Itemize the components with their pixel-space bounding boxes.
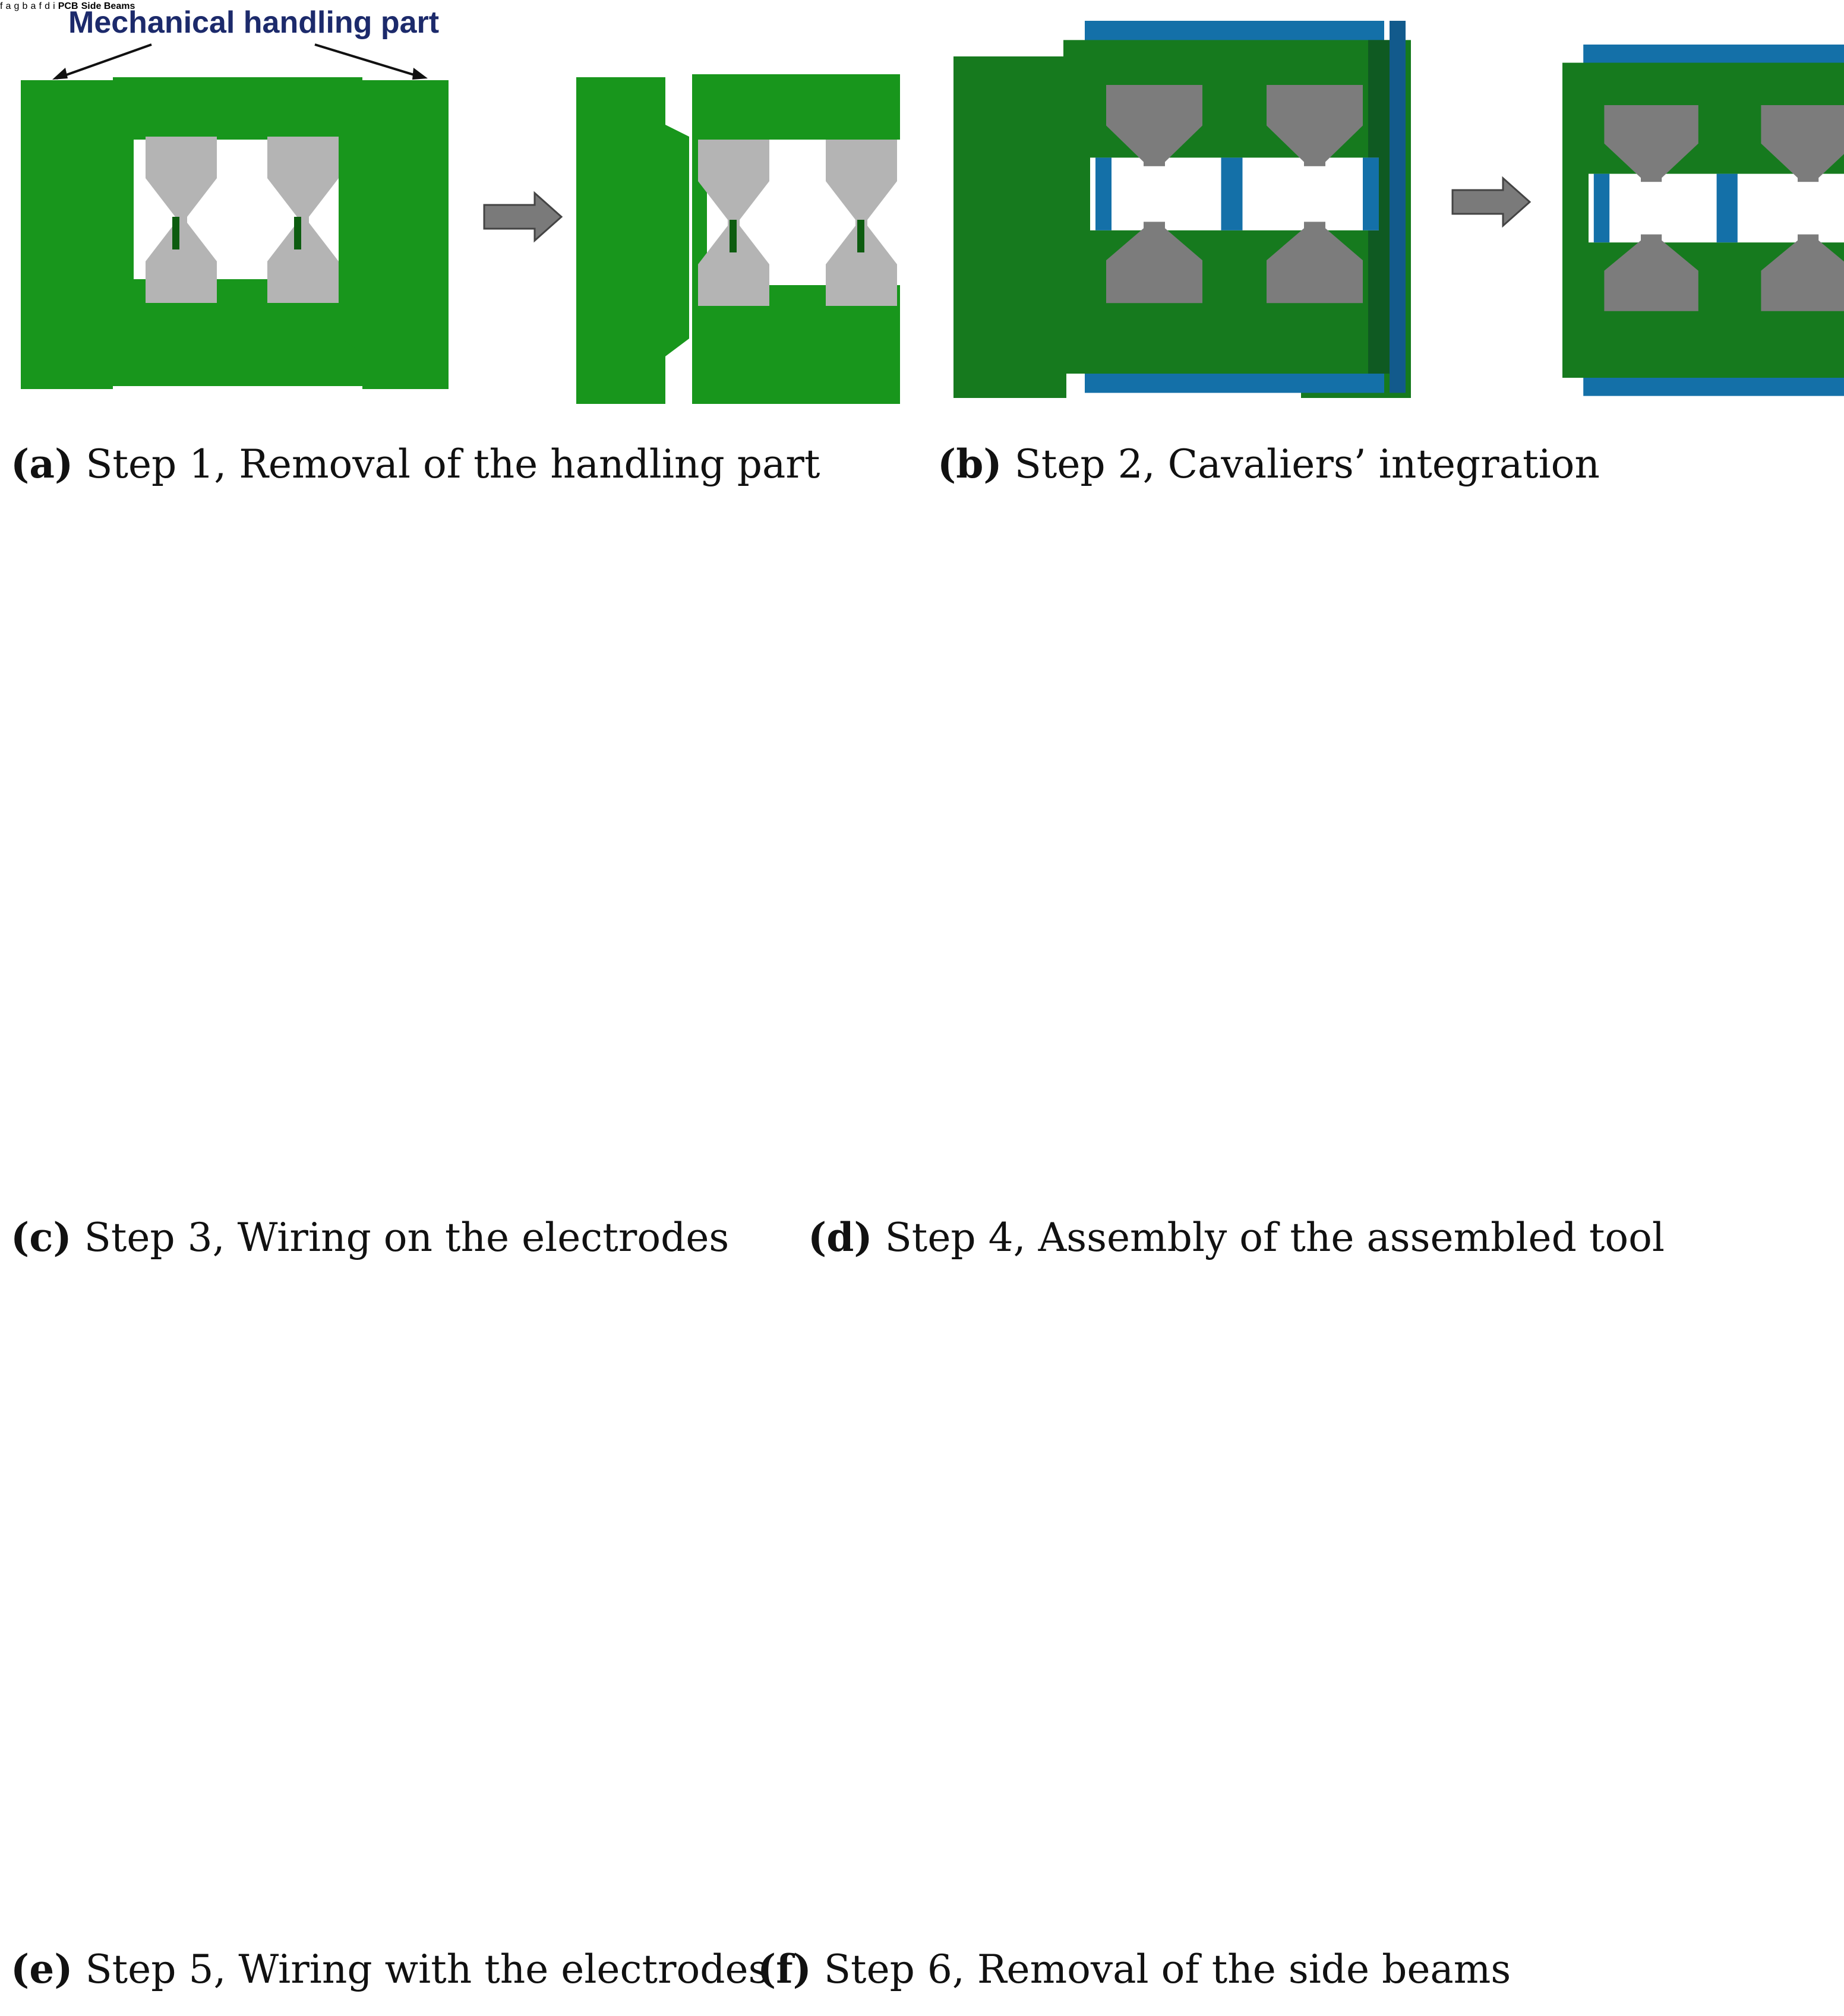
caption-b-text: Step 2, Cavaliers’ integration xyxy=(1014,441,1600,487)
handling-part-left xyxy=(21,80,134,389)
arrow-right-icon xyxy=(483,192,563,242)
panel-a: Mechanical handling part xyxy=(21,5,900,404)
wire-label-left-2: a xyxy=(5,1,11,11)
caption-a-letter: (a) xyxy=(11,441,74,487)
mechanical-handling-label: Mechanical handling part xyxy=(68,5,439,40)
caption-e-letter: (e) xyxy=(11,1946,73,1992)
electrodes-a xyxy=(146,137,339,303)
panel-c: f a g b a f d i xyxy=(0,0,58,11)
caption-d-text: Step 4, Assembly of the assembled tool xyxy=(885,1215,1665,1260)
caption-e-text: Step 5, Wiring with the electrodes xyxy=(85,1947,769,1992)
caption-b-letter: (b) xyxy=(937,441,1002,487)
caption-f: (f) Step 6, Removal of the side beams xyxy=(757,1949,1511,1989)
wire-label-right-2: f xyxy=(39,1,42,11)
leader-line-right xyxy=(314,43,422,78)
caption-e: (e) Step 5, Wiring with the electrodes xyxy=(11,1949,768,1989)
caption-c-letter: (c) xyxy=(11,1214,72,1260)
wire-label-left-4: b xyxy=(22,1,28,11)
pcb-label: PCB xyxy=(58,1,78,11)
wire-label-right-4: i xyxy=(53,1,55,11)
panel-d: PCB xyxy=(58,0,81,11)
caption-c-text: Step 3, Wiring on the electrodes xyxy=(84,1215,730,1260)
wire-label-right-3: d xyxy=(45,1,50,11)
wire-label-left-3: g xyxy=(14,1,20,11)
caption-f-text: Step 6, Removal of the side beams xyxy=(823,1947,1511,1992)
wire-label-right-1: a xyxy=(30,1,36,11)
caption-c: (c) Step 3, Wiring on the electrodes xyxy=(11,1218,729,1257)
wire-label-left-1: f xyxy=(0,1,3,11)
caption-d-letter: (d) xyxy=(808,1214,873,1260)
caption-d: (d) Step 4, Assembly of the assembled to… xyxy=(808,1218,1665,1257)
caption-a-text: Step 1, Removal of the handling part xyxy=(86,441,820,487)
handling-part-right xyxy=(342,80,449,389)
arrow-right-icon xyxy=(1451,177,1531,227)
pcb-body: PCB xyxy=(58,0,81,11)
caption-f-letter: (f) xyxy=(757,1946,812,1992)
caption-a: (a) Step 1, Removal of the handling part xyxy=(11,444,820,484)
leader-line-left xyxy=(56,43,152,80)
arrow-right-icon: Side Beams xyxy=(81,0,135,11)
panel-f: Side Beams xyxy=(81,0,135,11)
side-beams-label: Side Beams xyxy=(81,1,135,11)
caption-b: (b) Step 2, Cavaliers’ integration xyxy=(937,444,1600,484)
panel-b xyxy=(953,21,1844,398)
